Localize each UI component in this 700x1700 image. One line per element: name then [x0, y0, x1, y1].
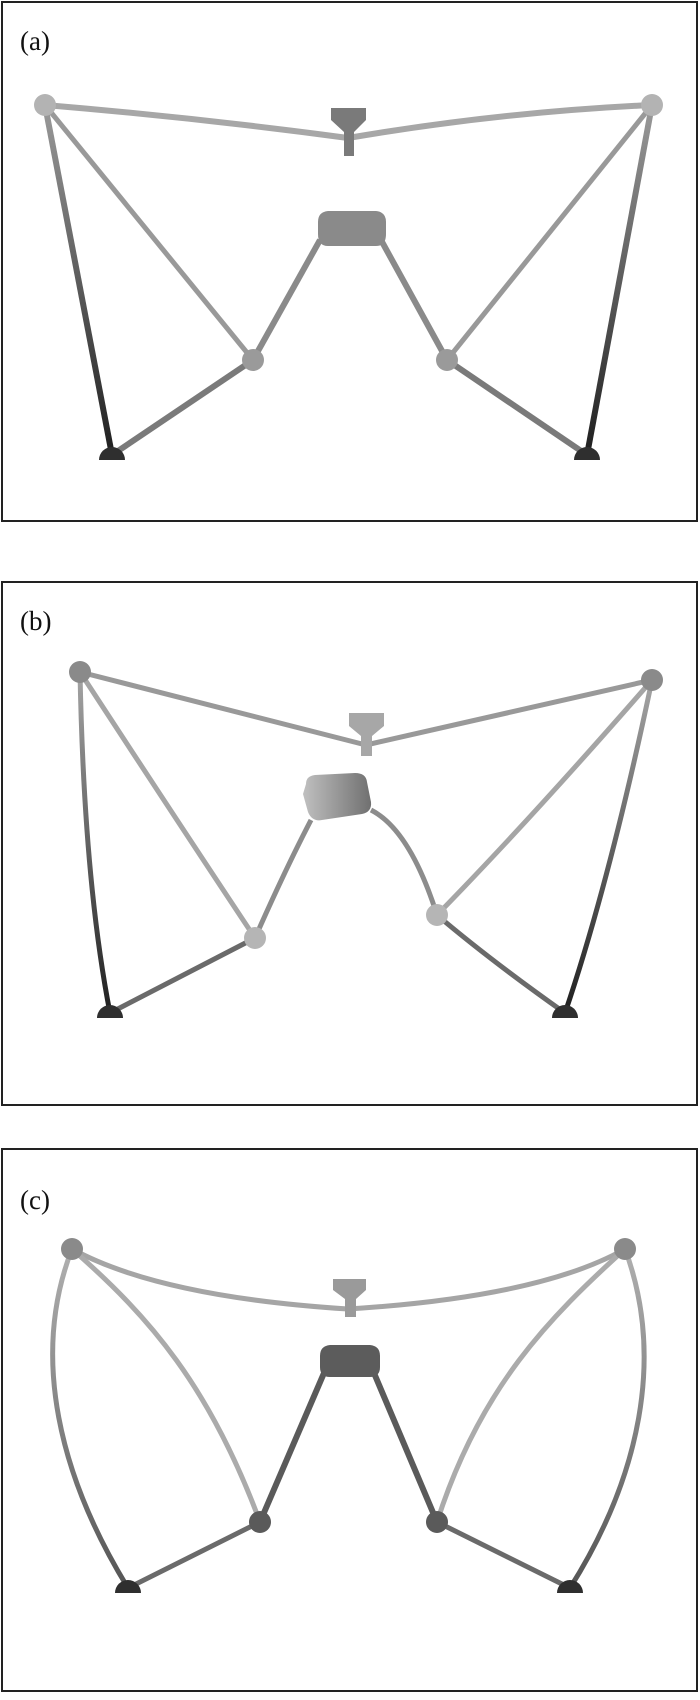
moving-platform	[303, 773, 372, 821]
lower-link-right	[435, 913, 567, 1016]
base-left	[115, 1580, 141, 1593]
diagonal-link-left	[43, 103, 255, 362]
top-link-left	[44, 102, 349, 141]
panel-b: (b)	[0, 580, 700, 1120]
outer-leg-left	[50, 1248, 131, 1590]
platform-link-left	[257, 1371, 327, 1524]
base-right	[557, 1580, 583, 1593]
moving-platform	[320, 1345, 380, 1377]
moving-platform	[318, 211, 386, 246]
panel-label: (a)	[20, 26, 50, 56]
end-effector	[349, 713, 384, 756]
panel-frame	[1, 1, 698, 522]
outer-leg-right	[584, 104, 655, 456]
diagonal-link-right	[445, 103, 654, 362]
panel-c: (c)	[0, 1147, 700, 1700]
base-left	[97, 1005, 123, 1018]
joint-top-left	[34, 94, 56, 116]
top-link-right	[347, 1246, 627, 1312]
panel-frame	[1, 581, 698, 1106]
lower-link-left	[126, 1519, 262, 1591]
outer-leg-right	[562, 679, 655, 1014]
platform-link-right	[369, 807, 440, 916]
mechanism-diagram-b	[69, 661, 663, 1018]
diagonal-link-left	[70, 1247, 263, 1523]
joint-middle-left	[249, 1511, 271, 1533]
mechanism-diagram-a	[34, 94, 663, 460]
end-effector	[331, 108, 366, 156]
joint-top-left	[69, 661, 91, 683]
platform-link-left	[250, 238, 323, 362]
platform-link-left	[252, 818, 314, 940]
platform-link-right	[371, 1371, 440, 1524]
lower-link-right	[445, 357, 589, 458]
joint-middle-right	[436, 349, 458, 371]
mechanism-diagram-c	[50, 1238, 647, 1593]
outer-leg-left	[42, 104, 115, 456]
outer-leg-left	[77, 671, 113, 1014]
lower-link-left	[110, 357, 255, 458]
platform-link-right	[378, 238, 450, 362]
base-right	[552, 1005, 578, 1018]
top-link-right	[365, 677, 653, 748]
diagonal-link-right	[434, 1247, 627, 1523]
panel-frame	[1, 1148, 698, 1692]
outer-leg-right	[567, 1248, 647, 1590]
joint-top-right	[641, 94, 663, 116]
top-link-left	[79, 669, 367, 748]
joint-middle-right	[426, 904, 448, 926]
joint-middle-right	[426, 1511, 448, 1533]
panel-label: (b)	[20, 606, 52, 636]
joint-top-right	[614, 1238, 636, 1260]
joint-top-left	[61, 1238, 83, 1260]
base-left	[99, 447, 125, 460]
base-right	[574, 447, 600, 460]
panel-a: (a)	[0, 0, 700, 530]
lower-link-left	[108, 935, 257, 1016]
joint-middle-left	[242, 349, 264, 371]
end-effector	[333, 1279, 366, 1317]
joint-top-right	[641, 669, 663, 691]
top-link-right	[347, 102, 653, 141]
diagonal-link-right	[435, 678, 654, 917]
panel-label: (c)	[20, 1185, 50, 1215]
top-link-left	[70, 1246, 349, 1312]
diagonal-link-left	[77, 670, 258, 940]
lower-link-right	[435, 1519, 572, 1591]
joint-middle-left	[244, 927, 266, 949]
